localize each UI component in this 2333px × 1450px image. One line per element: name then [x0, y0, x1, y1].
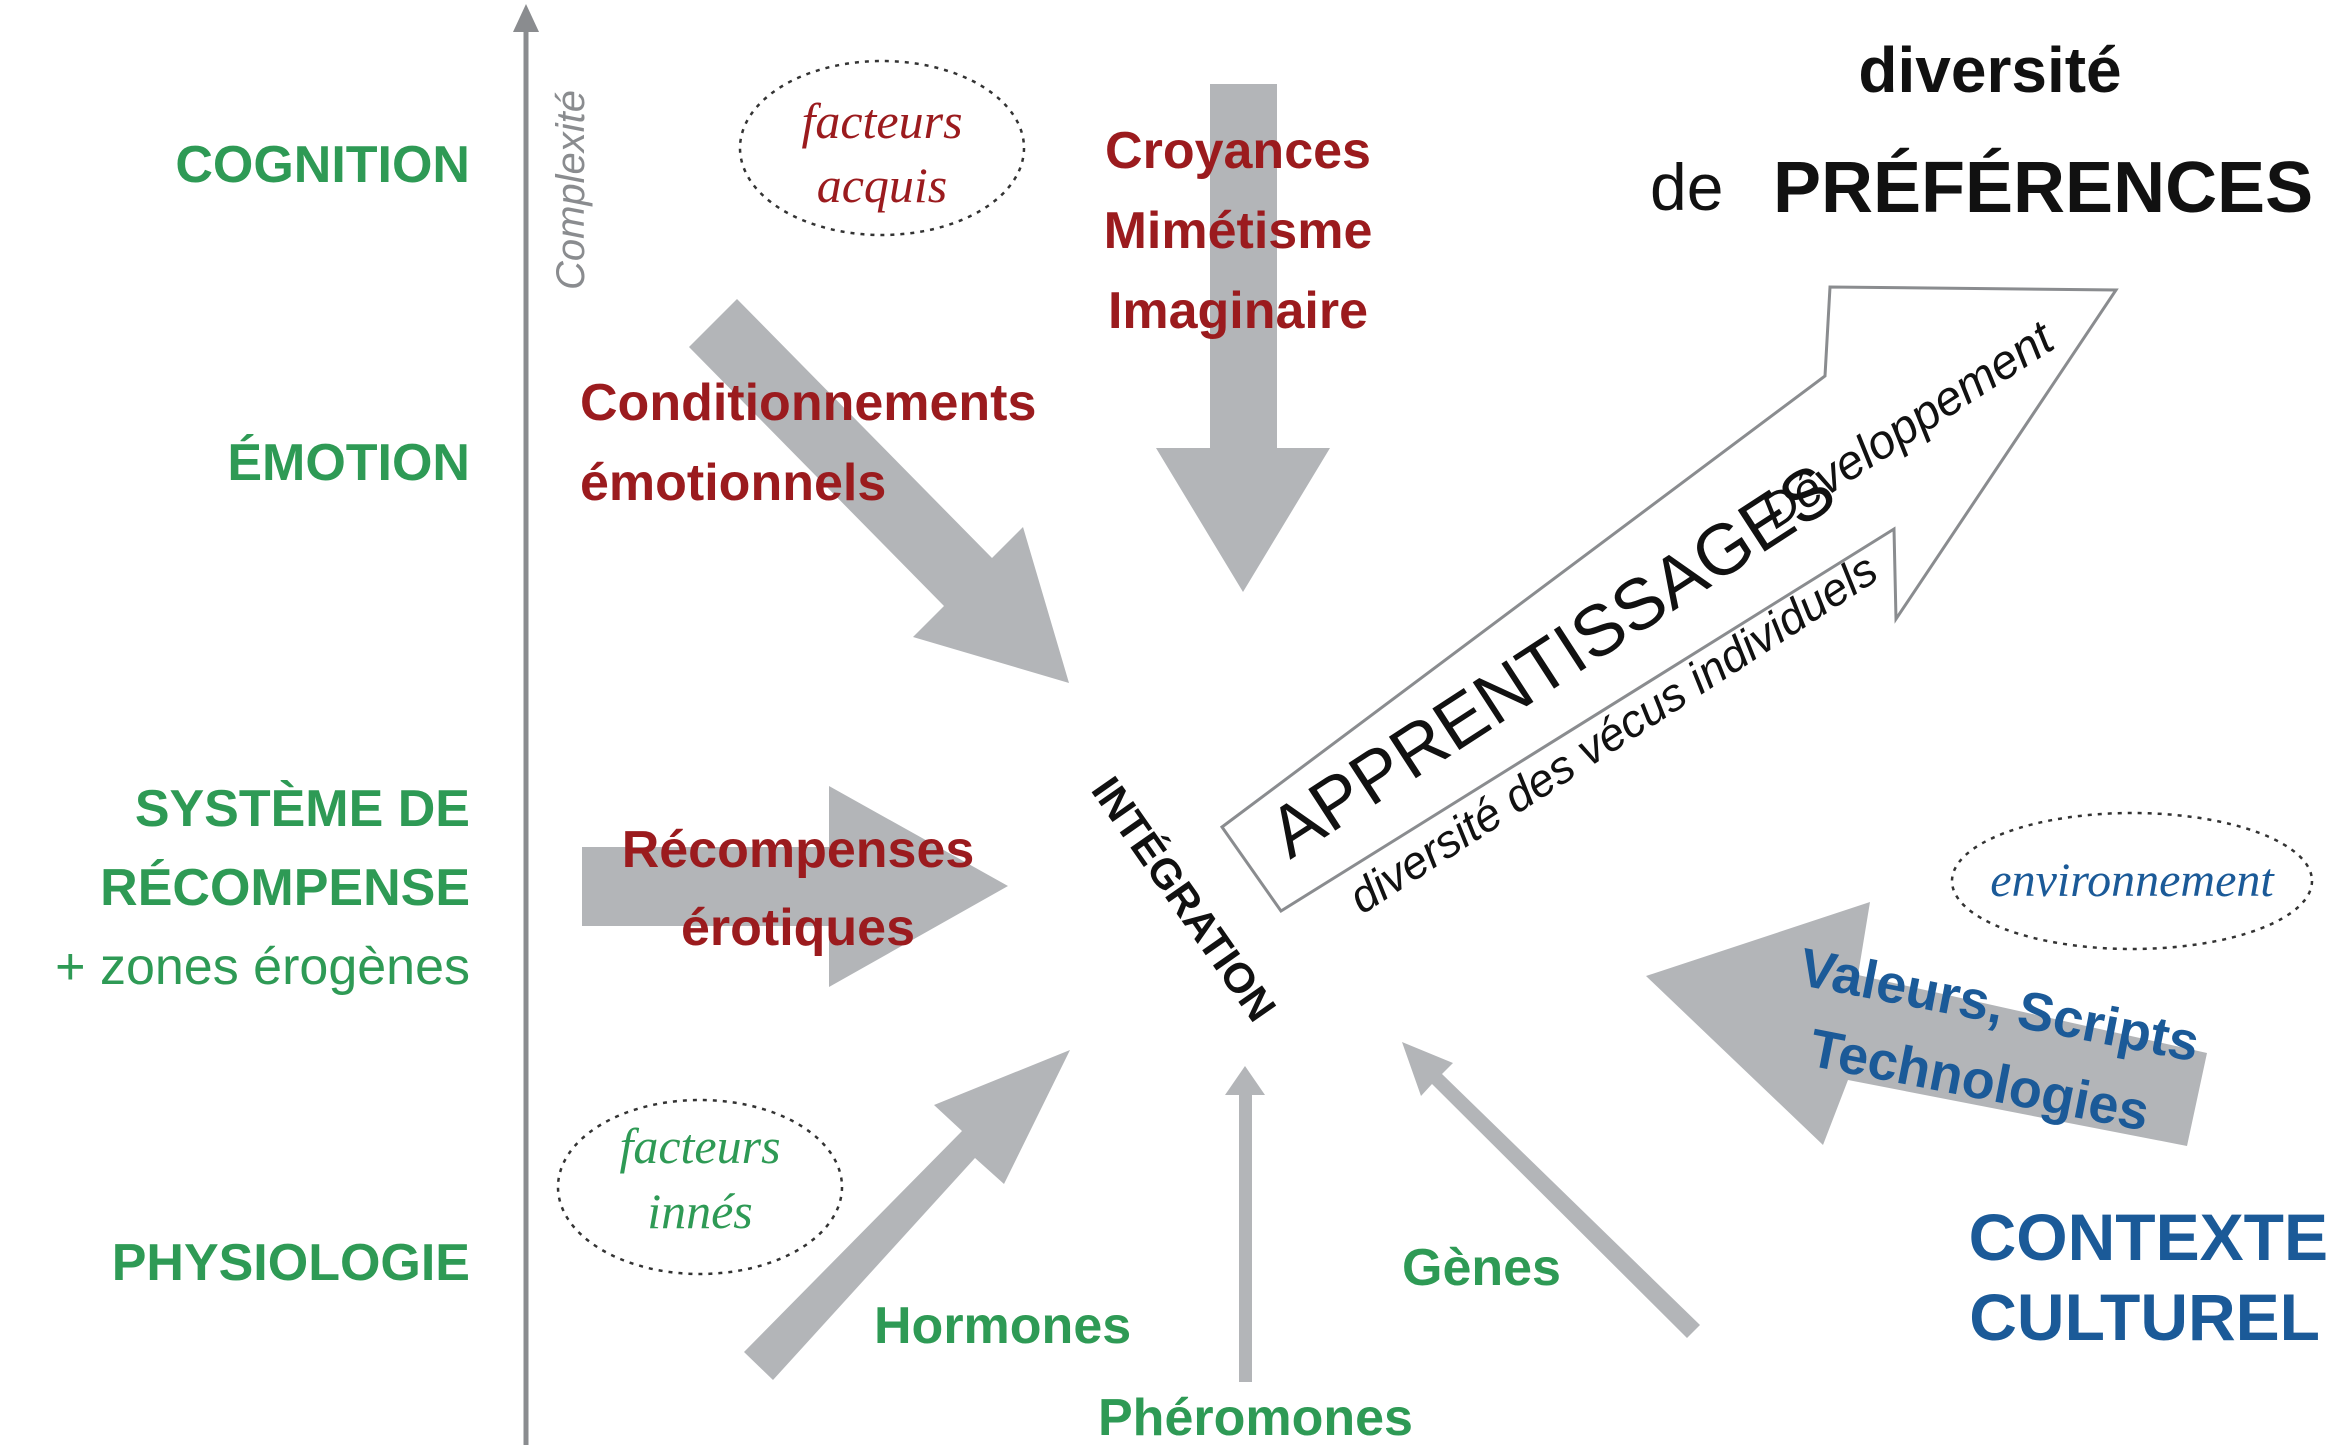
conditioning-arrow — [689, 299, 1069, 683]
outcome-line1: diversité — [1858, 34, 2121, 106]
outcome-prefix: de — [1650, 150, 1723, 224]
complexity-axis-label: Complexité — [549, 90, 593, 290]
outcome-preferences: PRÉFÉRENCES — [1773, 148, 2313, 228]
acquired-factors-line1: facteurs — [801, 93, 962, 149]
beliefs-label-1: Croyances — [1105, 122, 1371, 180]
genes-label: Gènes — [1402, 1239, 1561, 1297]
level-reward-line1: SYSTÈME DE — [135, 780, 470, 838]
acquired-factors-line2: acquis — [817, 157, 948, 213]
conditioning-label-2: émotionnels — [580, 454, 886, 512]
acquired-factors-badge: facteurs acquis — [738, 59, 1026, 237]
hormones-arrow — [744, 1050, 1070, 1380]
rewards-label-2: érotiques — [681, 899, 915, 957]
pheromones-label: Phéromones — [1098, 1389, 1413, 1447]
level-emotion: ÉMOTION — [227, 434, 470, 492]
level-cognition: COGNITION — [175, 136, 470, 194]
culture-line2: CULTUREL — [1969, 1280, 2320, 1354]
values-arrow — [1646, 902, 2207, 1146]
influence-arrows — [582, 84, 2207, 1382]
pheromones-arrow — [1225, 1066, 1265, 1382]
conditioning-label-1: Conditionnements — [580, 374, 1036, 432]
culture-line1: CONTEXTE — [1969, 1200, 2328, 1274]
rewards-label-1: Récompenses — [622, 821, 975, 879]
level-physiology: PHYSIOLOGIE — [112, 1234, 470, 1292]
rewards-arrow — [582, 786, 1008, 987]
beliefs-label-2: Mimétisme — [1104, 202, 1373, 260]
innate-factors-badge: facteurs innés — [556, 1098, 844, 1276]
innate-factors-line2: innés — [647, 1183, 753, 1239]
environment-label: environnement — [1990, 854, 2275, 907]
beliefs-arrow — [1156, 84, 1330, 592]
learning-arrow — [1219, 285, 2119, 914]
environment-badge: environnement — [1950, 811, 2314, 951]
genes-arrow — [1402, 1042, 1700, 1338]
beliefs-label-3: Imaginaire — [1108, 282, 1368, 340]
innate-factors-line1: facteurs — [619, 1118, 780, 1174]
hormones-label: Hormones — [874, 1297, 1131, 1355]
level-reward-line2: RÉCOMPENSE — [100, 859, 470, 917]
level-reward-line3: + zones érogènes — [55, 938, 470, 996]
complexity-axis — [513, 4, 539, 1445]
